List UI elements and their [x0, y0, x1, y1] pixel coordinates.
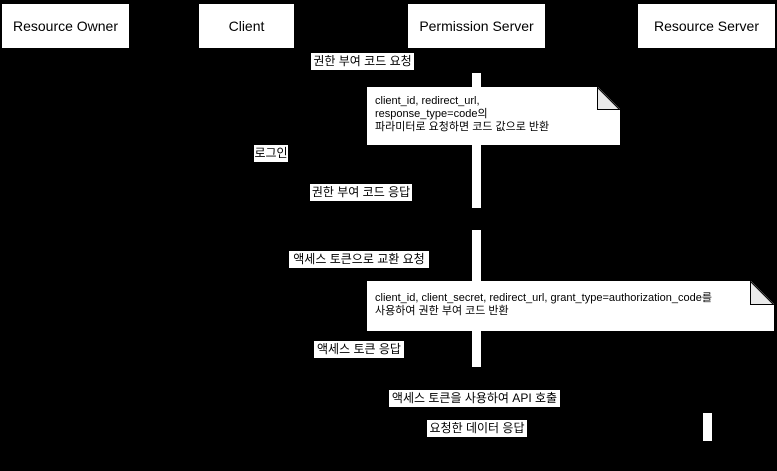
actor-label-resource-server: Resource Server: [653, 18, 760, 34]
actor-box-resource-server: Resource Server: [637, 3, 776, 49]
message-api-call-with-access-token: 액세스 토큰을 사용하여 API 호출: [389, 390, 560, 407]
note-text-line: client_id, client_secret, redirect_url, …: [375, 292, 712, 304]
message-exchange-access-token-request: 액세스 토큰으로 교환 요청: [289, 251, 429, 268]
actor-label-permission-server: Permission Server: [419, 18, 534, 34]
note-text-line: response_type=code의: [375, 108, 488, 120]
note-token-exchange: client_id, client_secret, redirect_url, …: [367, 281, 774, 331]
note-text-line: 파라미터로 요청하면 코드 값으로 반환: [375, 121, 550, 133]
actor-box-resource-owner: Resource Owner: [1, 3, 130, 49]
actor-box-client: Client: [198, 3, 295, 49]
message-auth-code-response: 권한 부여 코드 응답: [310, 184, 412, 201]
note-text-line: client_id, redirect_url,: [375, 95, 480, 107]
activation-bar-resource-server: [702, 412, 713, 442]
note-text-line: 사용하여 권한 부여 코드 반환: [375, 305, 509, 317]
actor-label-client: Client: [228, 18, 265, 34]
message-access-token-response: 액세스 토큰 응답: [314, 341, 404, 358]
message-login: 로그인: [254, 145, 288, 162]
actor-label-resource-owner: Resource Owner: [12, 18, 119, 34]
note-authorization-code: client_id, redirect_url, response_type=c…: [367, 87, 620, 145]
actor-box-permission-server: Permission Server: [407, 3, 546, 49]
message-requested-data-response: 요청한 데이터 응답: [427, 420, 527, 437]
message-auth-code-request: 권한 부여 코드 요청: [311, 53, 414, 70]
